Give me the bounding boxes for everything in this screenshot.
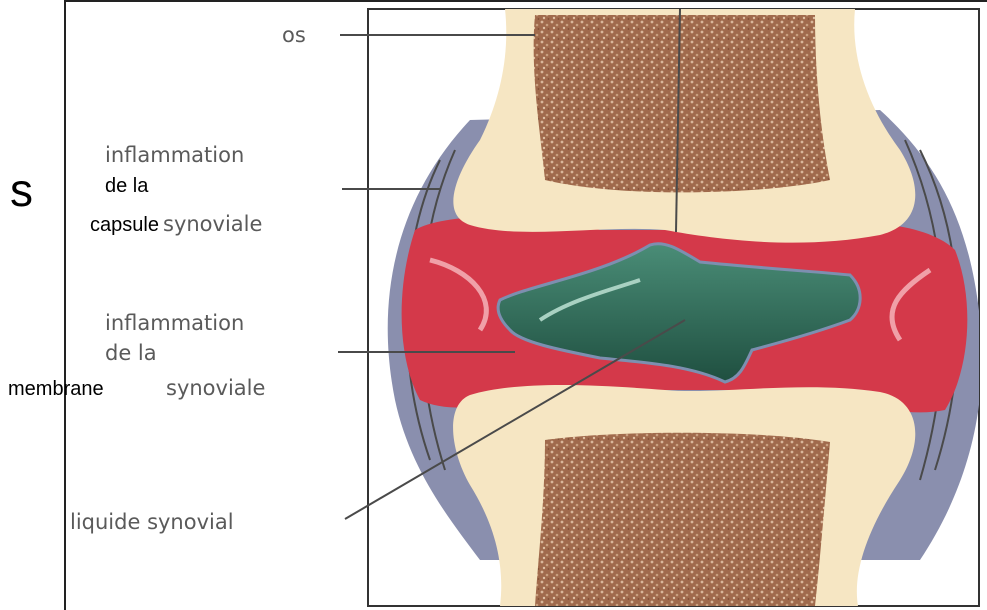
label-de-la-capsule: de la [105,175,149,197]
label-inflammation-membrane: inflammation [105,311,244,335]
label-membrane: membrane [8,378,104,400]
cropped-letter: s [10,164,33,216]
label-synoviale-membrane: synoviale [166,376,265,400]
label-os: os [282,23,306,47]
label-capsule: capsule [90,214,159,236]
label-liquide-synovial: liquide synovial [70,510,234,534]
lower-marrow [535,433,830,606]
label-synoviale-capsule: synoviale [163,212,262,236]
label-de-la-membrane: de la [105,341,157,365]
upper-marrow [534,15,830,192]
label-inflammation-capsule: inflammation [105,143,244,167]
